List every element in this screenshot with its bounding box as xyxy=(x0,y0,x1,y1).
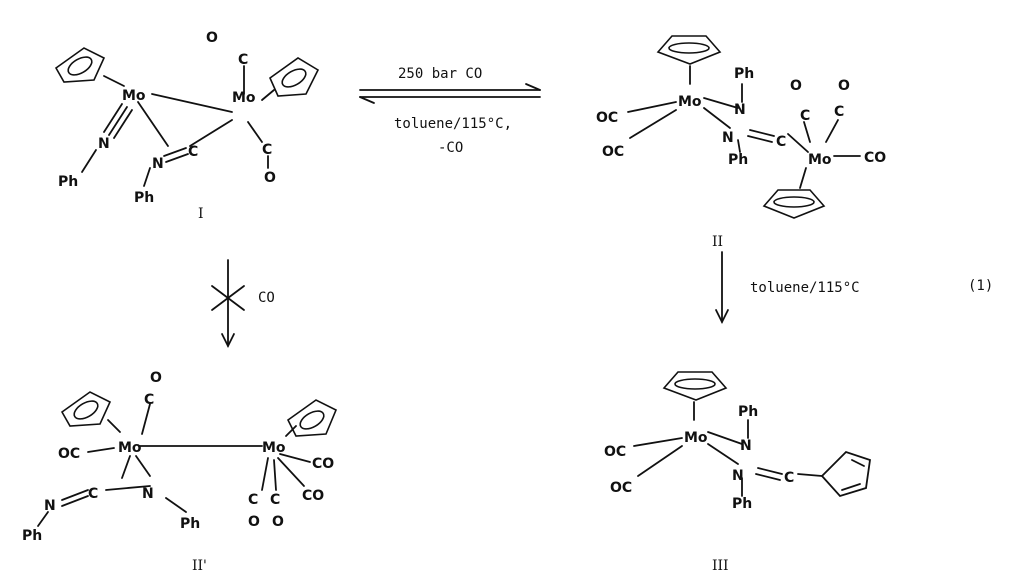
compound-label-II-prime: II' xyxy=(192,558,207,574)
atom-oc-iii-1: OC xyxy=(604,444,626,460)
atom-oc-iip: OC xyxy=(58,446,80,462)
atom-c-co-top: C xyxy=(238,52,248,68)
atom-n-iip-1: N xyxy=(142,486,154,502)
atom-o-co-top: O xyxy=(206,30,218,46)
compound-I: Mo Mo N Ph N C Ph C O C O I xyxy=(54,30,320,222)
atom-n-nitrene: N xyxy=(98,136,110,152)
compound-label-III: III xyxy=(712,558,729,574)
atom-c-iip-co-3: C xyxy=(270,492,280,508)
atom-c-iip-co-4: C xyxy=(248,492,258,508)
atom-c-ii-co-2: C xyxy=(834,104,844,120)
atom-c-ii-co-1: C xyxy=(800,108,810,124)
equilibrium-arrows: 250 bar CO toluene/115°C, -CO xyxy=(359,66,541,156)
atom-n-iip-2: N xyxy=(44,498,56,514)
atom-co-ii-3: CO xyxy=(864,150,886,166)
forward-condition: 250 bar CO xyxy=(398,66,482,82)
atom-c-iip-co-top: C xyxy=(144,392,154,408)
blocked-arrow: CO xyxy=(211,259,275,349)
down-condition: toluene/115°C xyxy=(750,280,860,296)
atom-o-iip-co-4: O xyxy=(248,514,260,530)
cp-ring-bottom xyxy=(762,189,826,219)
atom-o-iip-co-3: O xyxy=(272,514,284,530)
atom-mo-ii-1: Mo xyxy=(678,94,702,110)
atom-o-co-bottom: O xyxy=(264,170,276,186)
atom-o-ii-co-2: O xyxy=(838,78,850,94)
atom-ph-1: Ph xyxy=(58,174,78,190)
cyclopentadiene-ring xyxy=(820,450,871,498)
compound-II: Mo Mo N Ph N Ph C OC OC C O C O CO II xyxy=(596,35,886,250)
cp-ring-iii xyxy=(662,371,728,401)
cp-ring-right xyxy=(269,57,320,97)
atom-mo-2: Mo xyxy=(232,90,256,106)
atom-c-iip-amidinate: C xyxy=(88,486,98,502)
atom-ph-iip-2: Ph xyxy=(180,516,200,532)
cp-ring-left xyxy=(54,47,106,83)
atom-ph-ii-2: Ph xyxy=(728,152,748,168)
reverse-condition-1: toluene/115°C, xyxy=(394,116,512,132)
atom-mo-iii: Mo xyxy=(684,430,708,446)
atom-oc-iii-2: OC xyxy=(610,480,632,496)
atom-n-ii-1: N xyxy=(734,102,746,118)
atom-mo-ii-2: Mo xyxy=(808,152,832,168)
blocked-reagent: CO xyxy=(258,290,275,306)
cp-ring-top xyxy=(656,35,722,65)
equation-number: (1) xyxy=(968,278,993,294)
atom-ph-iip-1: Ph xyxy=(22,528,42,544)
atom-ph-iii-1: Ph xyxy=(738,404,758,420)
atom-n-ii-2: N xyxy=(722,130,734,146)
atom-c-co-bottom: C xyxy=(262,142,272,158)
atom-ph-ii-1: Ph xyxy=(734,66,754,82)
atom-ph-2: Ph xyxy=(134,190,154,206)
atom-mo-iip-2: Mo xyxy=(262,440,286,456)
compound-label-II: II xyxy=(712,234,723,250)
cp-ring-ii-prime-right xyxy=(286,399,338,437)
compound-III: Mo N Ph N Ph C OC OC III xyxy=(604,371,871,574)
cp-ring-ii-prime-left xyxy=(60,391,112,427)
atom-o-iip-co-top: O xyxy=(150,370,162,386)
atom-c-bridge: C xyxy=(188,144,198,160)
atom-o-ii-co-1: O xyxy=(790,78,802,94)
atom-oc-ii-2: OC xyxy=(602,144,624,160)
atom-oc-ii-1: OC xyxy=(596,110,618,126)
atom-ph-iii-2: Ph xyxy=(732,496,752,512)
reverse-condition-2: -CO xyxy=(438,140,463,156)
atom-n-iii-1: N xyxy=(740,438,752,454)
atom-c-iii-amidinate: C xyxy=(784,470,794,486)
compound-label-I: I xyxy=(198,206,204,222)
atom-c-ii-amidinate: C xyxy=(776,134,786,150)
atom-mo-1: Mo xyxy=(122,88,146,104)
atom-n-imine: N xyxy=(152,156,164,172)
atom-n-iii-2: N xyxy=(732,468,744,484)
atom-mo-iip-1: Mo xyxy=(118,440,142,456)
thermal-arrow: toluene/115°C (1) xyxy=(715,251,993,325)
atom-co-iip-1: CO xyxy=(312,456,334,472)
atom-co-iip-2: CO xyxy=(302,488,324,504)
compound-II-prime: Mo Mo C O OC C N N Ph Ph CO CO C O C O I… xyxy=(22,370,338,574)
